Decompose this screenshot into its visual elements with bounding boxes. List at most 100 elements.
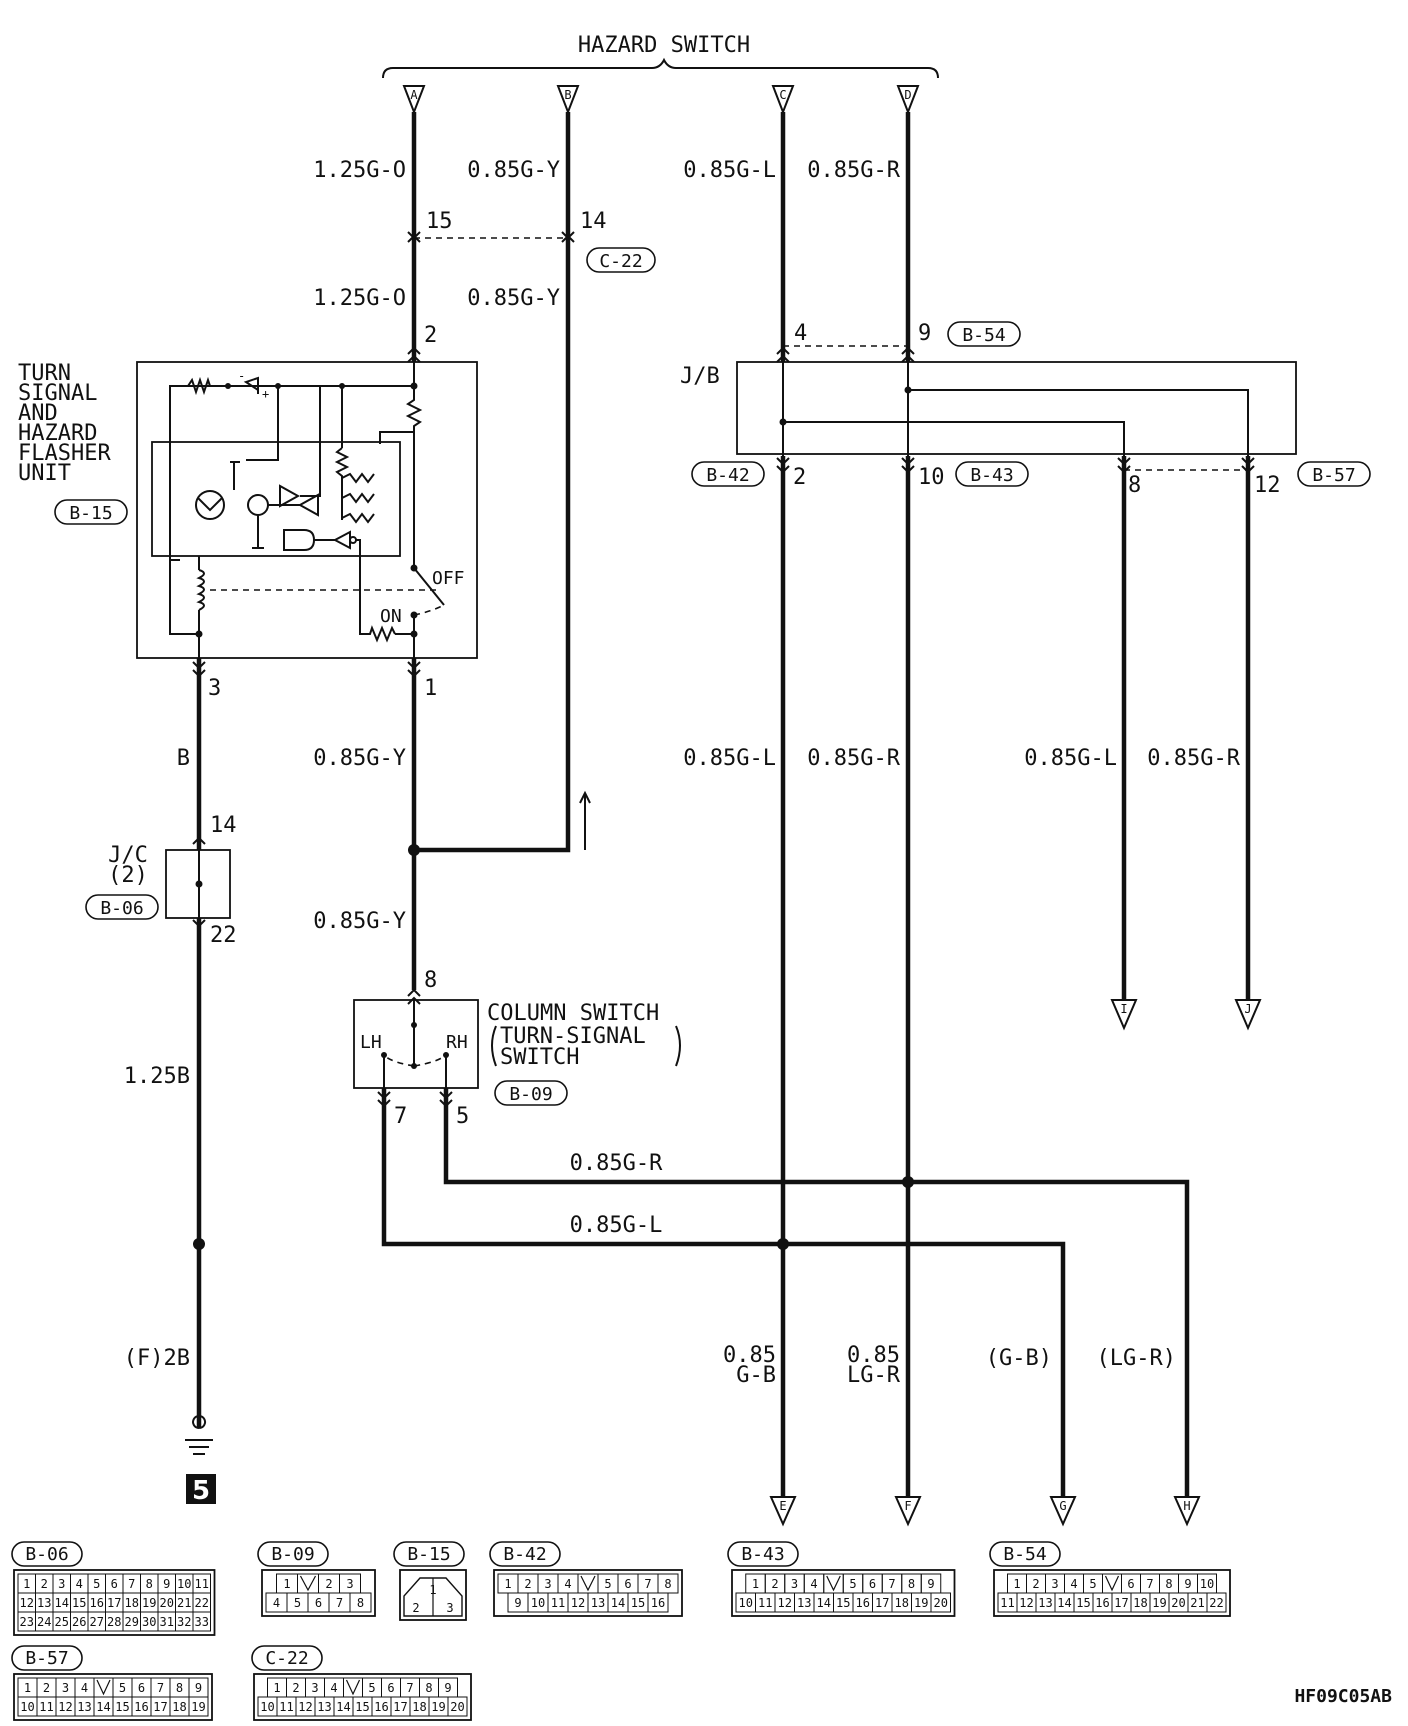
connector-pin: 13 — [77, 1700, 91, 1714]
connector-pin: 12 — [20, 1596, 34, 1610]
connector-pin: 9 — [444, 1681, 451, 1695]
wire-label-e-gauge: 0.85 — [723, 1343, 776, 1368]
connector-pin: 21 — [177, 1596, 191, 1610]
flasher-label-2: SIGNAL — [18, 381, 97, 406]
svg-text:J: J — [1244, 1002, 1251, 1016]
connector-pin: 9 — [163, 1577, 170, 1591]
terminal-c: C — [771, 85, 795, 115]
connector-pin: 6 — [387, 1681, 394, 1695]
connector-pin: 14 — [96, 1700, 110, 1714]
connector-pin: 31 — [160, 1615, 174, 1629]
connector-tag-b15: B-15 — [54, 499, 128, 525]
connector-pin: 4 — [810, 1577, 817, 1591]
connector-pin: 17 — [875, 1596, 889, 1610]
terminal-e: E — [769, 1496, 797, 1527]
terminal-i: I — [1110, 999, 1138, 1031]
pin-14: 14 — [580, 209, 607, 234]
connector-tag-b42: B-42 — [691, 461, 765, 487]
connector-pin: 11 — [758, 1596, 772, 1610]
connector-pin: 10 — [20, 1700, 34, 1714]
wire-label-h: (LG-R) — [1097, 1346, 1176, 1371]
connector-pin: 17 — [393, 1700, 407, 1714]
connector-pin: 13 — [317, 1700, 331, 1714]
connector-pin: 7 — [1146, 1577, 1153, 1591]
flasher-label-5: FLASHER — [18, 441, 111, 466]
wire-label-jb-i: 0.85G-L — [1024, 746, 1117, 771]
connector-pin: 6 — [315, 1596, 322, 1610]
connector-pin: 12 — [778, 1596, 792, 1610]
connector-pin: 18 — [172, 1700, 186, 1714]
terminal-a: A — [402, 85, 426, 115]
terminal-g: G — [1049, 1496, 1077, 1527]
connector-view-label-b54: B-54 — [1003, 1544, 1046, 1565]
wire-label-rh: 0.85G-R — [570, 1151, 663, 1176]
connector-pin: 7 — [128, 1577, 135, 1591]
connector-view-tag-c22: C-22 — [251, 1645, 323, 1671]
connector-view-tag-b43: B-43 — [727, 1541, 799, 1567]
pin-1-mark — [407, 661, 421, 678]
wire-lh — [381, 1088, 1066, 1497]
connector-pin: 5 — [368, 1681, 375, 1695]
jb-pin-4: 4 — [794, 321, 807, 346]
junction-b-flasher — [408, 844, 420, 856]
jc-label-1: J/C — [108, 843, 148, 868]
column-switch-contacts — [381, 1000, 449, 1088]
connector-tag-c22: C-22 — [586, 247, 656, 273]
pin-7-mark — [377, 1091, 391, 1108]
pin-15: 15 — [426, 209, 453, 234]
jc-pin-14: 14 — [210, 813, 237, 838]
connector-view-label-b43: B-43 — [741, 1544, 784, 1565]
pin-2-mark — [407, 346, 421, 363]
junction-lh-e — [777, 1238, 789, 1250]
connector-pin: 16 — [134, 1700, 148, 1714]
connector-pin: 13 — [591, 1596, 605, 1610]
flasher-label-4: HAZARD — [18, 421, 97, 446]
connector-pin: 11 — [551, 1596, 565, 1610]
direction-arrow — [579, 790, 591, 850]
connector-pin: 8 — [425, 1681, 432, 1695]
connector-pin: 14 — [55, 1596, 69, 1610]
column-switch-label-3: SWITCH — [500, 1045, 579, 1070]
connector-pin: 3 — [311, 1681, 318, 1695]
connector-tag-b43: B-43 — [955, 461, 1029, 487]
flasher-off-label: OFF — [432, 568, 465, 589]
connector-pin: 12 — [1019, 1596, 1033, 1610]
svg-text:B: B — [564, 88, 571, 102]
connector-pin: 18 — [412, 1700, 426, 1714]
connector-view-tag-b06: B-06 — [11, 1541, 83, 1567]
svg-text:3: 3 — [446, 1601, 453, 1615]
connector-pin: 32 — [177, 1615, 191, 1629]
connector-pin: 15 — [115, 1700, 129, 1714]
connector-pin: 11 — [195, 1577, 209, 1591]
connector-pin: 4 — [564, 1577, 571, 1591]
wire-label-g: (G-B) — [986, 1346, 1052, 1371]
connector-pin: 18 — [125, 1596, 139, 1610]
connector-pin: 7 — [406, 1681, 413, 1695]
flasher-unit-box — [136, 361, 478, 659]
svg-text:B-09: B-09 — [509, 1084, 552, 1105]
connector-pin: 9 — [195, 1681, 202, 1695]
wire-label-jb-j: 0.85G-R — [1147, 746, 1240, 771]
connector-pin: 15 — [1076, 1596, 1090, 1610]
connector-pin: 3 — [791, 1577, 798, 1591]
svg-text:B-42: B-42 — [706, 465, 749, 486]
connector-view-label-b42: B-42 — [503, 1544, 546, 1565]
connector-pin: 18 — [1133, 1596, 1147, 1610]
wire-label-b-mid: 0.85G-Y — [467, 286, 560, 311]
wire-label-lh: 0.85G-L — [570, 1213, 663, 1238]
connector-pin: 2 — [524, 1577, 531, 1591]
lh-label: LH — [360, 1032, 382, 1053]
connector-pin: 22 — [1209, 1596, 1223, 1610]
connector-pin: 8 — [908, 1577, 915, 1591]
connector-pin: 7 — [157, 1681, 164, 1695]
connector-pin: 8 — [664, 1577, 671, 1591]
connector-pin: 11 — [39, 1700, 53, 1714]
connector-pin: 5 — [93, 1577, 100, 1591]
connector-view-tag-b15: B-15 — [393, 1541, 465, 1567]
connector-view-tag-b57: B-57 — [11, 1645, 83, 1671]
svg-text:F: F — [904, 1499, 911, 1513]
